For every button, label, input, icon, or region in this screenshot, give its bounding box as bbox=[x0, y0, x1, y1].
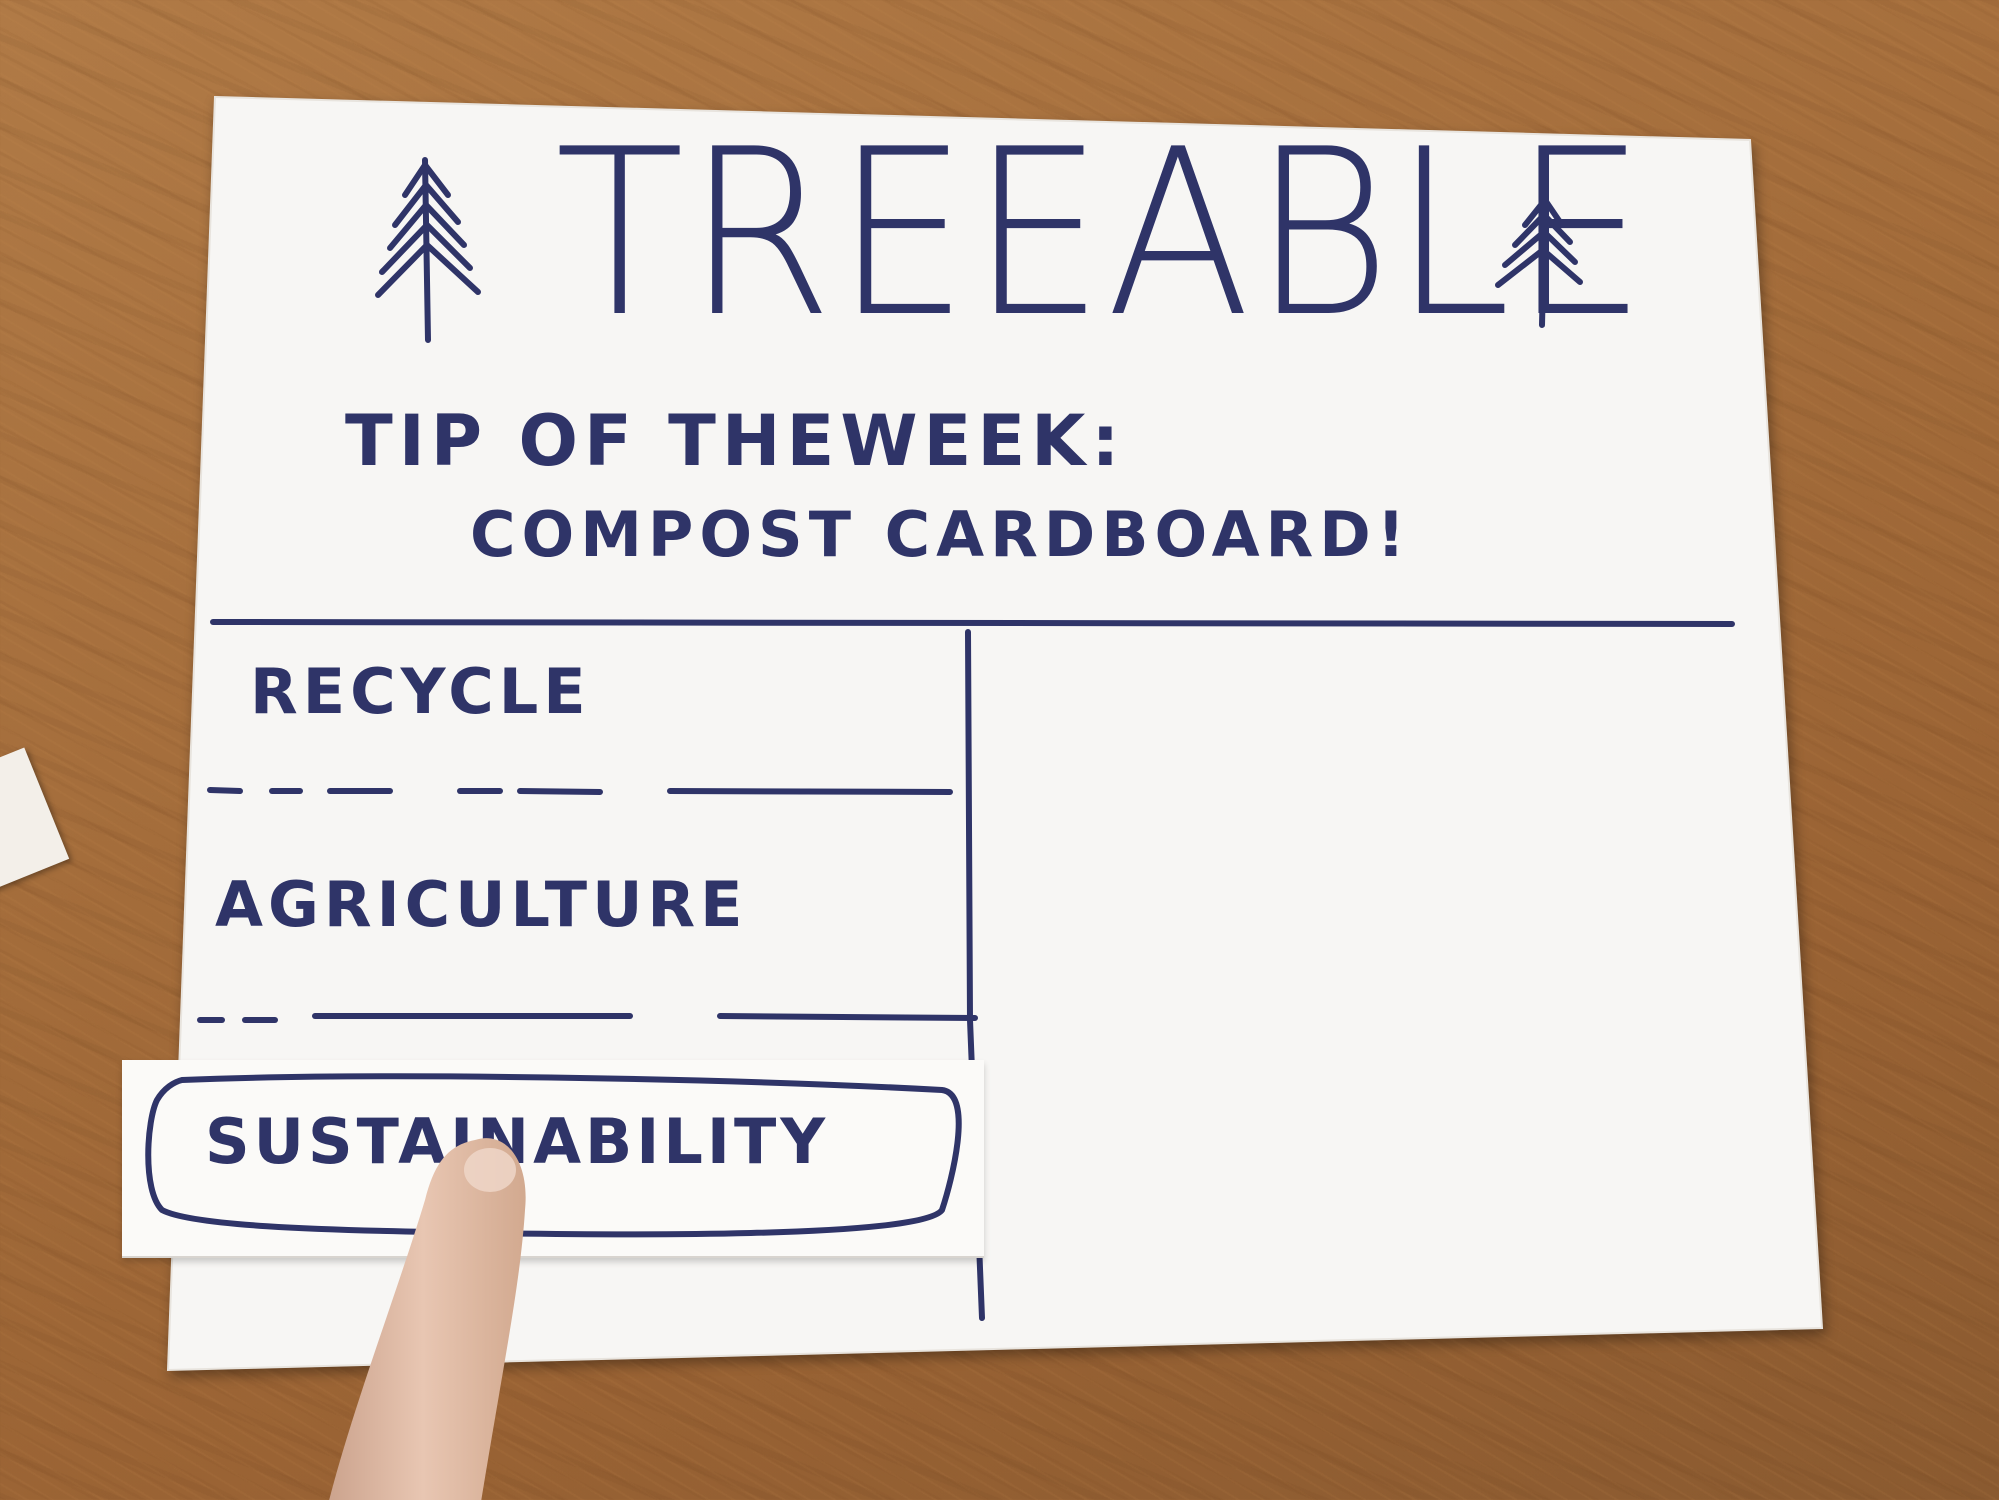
pine-tree-icon bbox=[375, 157, 481, 343]
tip-heading: TIP OF THEWEEK: bbox=[345, 400, 1126, 482]
nav-item-label: SUSTAINABILITY bbox=[205, 1105, 830, 1178]
nav-item-label: AGRICULTURE bbox=[215, 868, 748, 941]
tip-body: COMPOST CARDBOARD! bbox=[470, 498, 1412, 571]
nav-item-label: RECYCLE bbox=[250, 655, 591, 728]
app-title: TREEABLE bbox=[555, 101, 1649, 368]
agriculture-separator bbox=[197, 1013, 978, 1023]
header-divider bbox=[210, 619, 1735, 627]
nav-item-sustainability[interactable] bbox=[122, 1060, 984, 1258]
selection-outline bbox=[145, 1073, 962, 1238]
paper-scrap bbox=[0, 747, 70, 893]
recycle-separator bbox=[207, 787, 953, 795]
